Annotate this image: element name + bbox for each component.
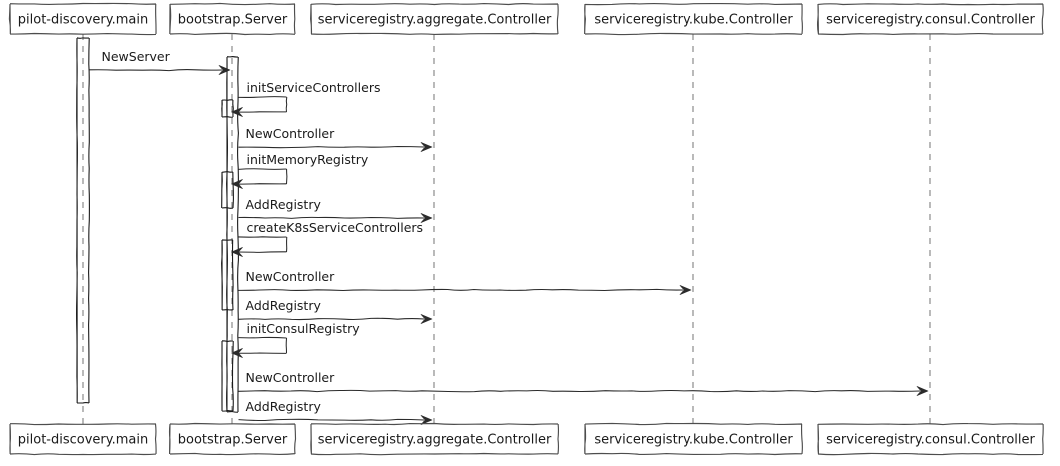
participant-box-aggregate-top[interactable]: serviceregistry.aggregate.Controller xyxy=(310,3,559,35)
participant-boxes-bottom: pilot-discovery.main bootstrap.Server serv… xyxy=(9,422,1044,456)
participant-box-shape xyxy=(169,2,296,36)
participant-box-main-bottom[interactable]: pilot-discovery.main xyxy=(9,423,157,456)
participant-box-kube-top[interactable]: serviceregistry.kube.Controller xyxy=(584,2,803,36)
activation-bar-main-0 xyxy=(76,37,90,404)
message-9-initconsulregistry[interactable]: initConsulRegistry xyxy=(231,321,361,358)
message-1-newserver[interactable]: NewServer xyxy=(89,49,231,75)
message-label: AddRegistry xyxy=(246,197,322,212)
participant-label-aggregate: serviceregistry.aggregate.Controller xyxy=(318,13,552,28)
message-label: initMemoryRegistry xyxy=(247,152,369,167)
message-label: NewServer xyxy=(102,49,171,64)
message-arrow-head xyxy=(218,65,231,75)
message-arrow-head xyxy=(420,415,433,425)
message-11-addregistry[interactable]: AddRegistry xyxy=(238,399,433,425)
participant-label-consul: serviceregistry.consul.Controller xyxy=(826,433,1035,448)
self-arrow-top xyxy=(238,96,287,98)
participant-box-shape xyxy=(816,3,1044,36)
lifelines-layer xyxy=(82,34,931,426)
message-label: NewController xyxy=(246,370,336,385)
activations-layer xyxy=(76,37,239,413)
participant-box-shape xyxy=(9,423,157,456)
message-2-initservicecontrollers[interactable]: initServiceControllers xyxy=(231,80,381,117)
participant-box-shape xyxy=(584,422,803,456)
message-arrow-line xyxy=(238,317,425,321)
self-arrow-return xyxy=(232,251,287,253)
message-arrow-line xyxy=(238,389,921,393)
self-arrow-head xyxy=(231,247,243,257)
message-arrow-head xyxy=(420,314,433,324)
message-arrow-head xyxy=(679,285,692,295)
self-arrow-top xyxy=(238,168,287,170)
message-arrow-head xyxy=(420,213,433,223)
message-7-newcontroller[interactable]: NewController xyxy=(238,269,692,295)
participant-boxes-top: pilot-discovery.main bootstrap.Server serv… xyxy=(8,2,1044,36)
activation-bar-server-4 xyxy=(221,239,234,311)
message-label: NewController xyxy=(246,126,336,141)
participant-label-server: bootstrap.Server xyxy=(178,433,288,448)
activation-bar-server-3 xyxy=(221,171,234,209)
message-arrow-line xyxy=(238,145,425,149)
participant-label-main: pilot-discovery.main xyxy=(18,433,148,448)
participant-box-consul-top[interactable]: serviceregistry.consul.Controller xyxy=(816,3,1044,36)
participant-label-server: bootstrap.Server xyxy=(178,13,288,28)
self-arrow-side xyxy=(285,96,288,113)
self-arrow-head xyxy=(231,179,243,189)
message-arrow-head xyxy=(916,386,929,396)
participant-box-shape xyxy=(310,3,559,35)
message-arrow-line xyxy=(238,288,684,292)
activation-bar-server-1 xyxy=(226,56,239,413)
activation-bar-server-5 xyxy=(221,340,234,412)
message-4-initmemoryregistry[interactable]: initMemoryRegistry xyxy=(231,152,369,189)
message-label: AddRegistry xyxy=(246,399,322,414)
message-label: NewController xyxy=(246,269,336,284)
self-arrow-top xyxy=(238,336,287,339)
message-label: createK8sServiceControllers xyxy=(247,220,424,235)
participant-box-server-top[interactable]: bootstrap.Server xyxy=(169,2,296,36)
participant-box-shape xyxy=(168,422,297,456)
message-arrow-head xyxy=(420,142,433,152)
participant-box-shape xyxy=(310,422,560,456)
participant-label-kube: serviceregistry.kube.Controller xyxy=(594,13,793,28)
message-6-createk8sservicecontrollers[interactable]: createK8sServiceControllers xyxy=(231,220,424,257)
activation-bar-server-2 xyxy=(221,99,234,118)
self-arrow-head xyxy=(231,348,243,358)
messages-layer: NewServer initServiceControllersNewContro… xyxy=(89,49,929,425)
message-arrow-line xyxy=(238,216,425,219)
message-arrow-line xyxy=(238,418,425,422)
message-10-newcontroller[interactable]: NewController xyxy=(238,370,929,396)
message-3-newcontroller[interactable]: NewController xyxy=(238,126,433,152)
participant-box-kube-bottom[interactable]: serviceregistry.kube.Controller xyxy=(584,422,803,456)
participant-box-consul-bottom[interactable]: serviceregistry.consul.Controller xyxy=(817,422,1044,456)
message-label: initConsulRegistry xyxy=(247,321,361,336)
participant-box-shape xyxy=(817,422,1044,456)
message-arrow-line xyxy=(89,69,223,72)
message-label: AddRegistry xyxy=(246,298,322,313)
participant-box-shape xyxy=(8,2,157,36)
participant-label-aggregate: serviceregistry.aggregate.Controller xyxy=(318,433,552,448)
participant-label-main: pilot-discovery.main xyxy=(18,13,148,28)
message-5-addregistry[interactable]: AddRegistry xyxy=(238,197,433,223)
participant-box-aggregate-bottom[interactable]: serviceregistry.aggregate.Controller xyxy=(310,422,560,456)
message-8-addregistry[interactable]: AddRegistry xyxy=(238,298,433,324)
message-label: initServiceControllers xyxy=(247,80,381,95)
participant-label-consul: serviceregistry.consul.Controller xyxy=(826,13,1035,28)
participant-box-main-top[interactable]: pilot-discovery.main xyxy=(8,2,157,36)
participant-box-shape xyxy=(584,2,803,36)
self-arrow-head xyxy=(231,107,243,117)
participant-box-server-bottom[interactable]: bootstrap.Server xyxy=(168,422,297,456)
participant-label-kube: serviceregistry.kube.Controller xyxy=(594,433,793,448)
